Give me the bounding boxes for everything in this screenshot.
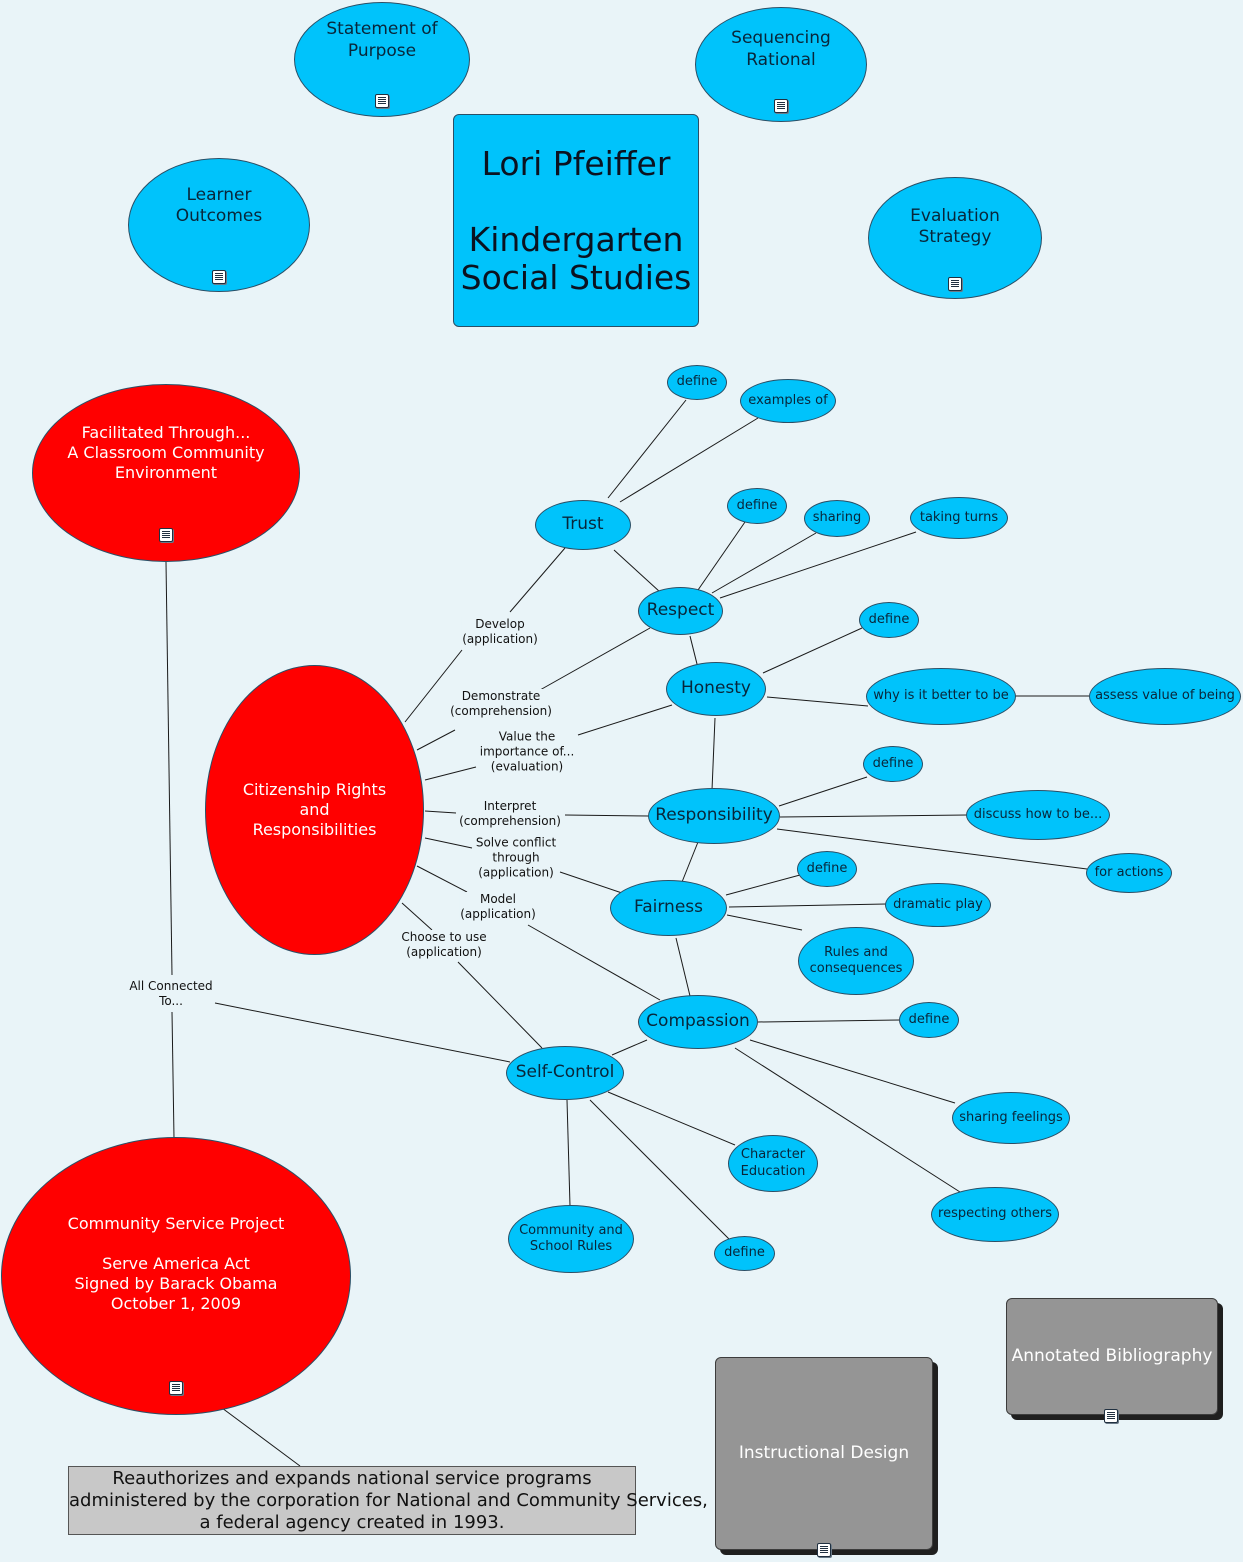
fairness-define-node[interactable]: define (797, 851, 857, 887)
compassion-respecting-others-node[interactable]: respecting others (931, 1187, 1059, 1242)
learner-document-icon[interactable] (212, 270, 226, 284)
trust-define-label: define (676, 374, 718, 390)
citizenship-node[interactable]: Citizenship Rights and Responsibilities (205, 665, 424, 955)
honesty-assess-label: assess value of being (1095, 688, 1235, 704)
link-label-demonstrate: Demonstrate (comprehension) (449, 689, 553, 719)
link-label-develop: Develop (application) (461, 617, 539, 647)
respect-define-label: define (736, 497, 778, 513)
evaluation-strategy-node[interactable]: Evaluation Strategy (868, 177, 1042, 299)
serve-america-note-text: Reauthorizes and expands national servic… (69, 1468, 708, 1533)
honesty-define-label: define (868, 611, 910, 627)
respect-sharing-node[interactable]: sharing (804, 500, 870, 537)
fairness-dramatic-play-node[interactable]: dramatic play (885, 883, 991, 927)
learner-outcomes-label: Learner Outcomes (175, 184, 263, 226)
value-honesty-label: Honesty (680, 678, 751, 699)
self-control-character-node[interactable]: Character Education (728, 1135, 818, 1192)
responsibility-actions-node[interactable]: for actions (1086, 853, 1172, 893)
title-name: Lori Pfeiffer (481, 143, 671, 183)
compassion-sharing-feelings-node[interactable]: sharing feelings (952, 1092, 1070, 1144)
value-honesty[interactable]: Honesty (666, 662, 766, 716)
fairness-define-label: define (806, 860, 848, 876)
value-compassion[interactable]: Compassion (638, 995, 758, 1049)
value-self-control-label: Self-Control (515, 1062, 615, 1083)
serve-america-note: Reauthorizes and expands national servic… (68, 1466, 708, 1535)
evaluation-document-icon[interactable] (948, 277, 962, 291)
value-respect-label: Respect (646, 600, 715, 621)
trust-examples-label: examples of (748, 392, 828, 408)
honesty-define-node[interactable]: define (859, 602, 919, 638)
self-control-character-label: Character Education (740, 1147, 806, 1179)
value-trust[interactable]: Trust (535, 500, 631, 550)
responsibility-define-label: define (872, 755, 914, 771)
honesty-why-label: why is it better to be (873, 688, 1009, 704)
title-subject: Social Studies (460, 257, 692, 297)
bibliography-document-icon[interactable] (1104, 1409, 1118, 1423)
responsibility-actions-label: for actions (1094, 864, 1164, 880)
value-responsibility-label: Responsibility (655, 805, 773, 826)
respect-define-node[interactable]: define (727, 488, 787, 524)
fairness-rules-node[interactable]: Rules and consequences (798, 927, 914, 995)
annotated-bibliography-box[interactable]: Annotated Bibliography (1006, 1298, 1218, 1415)
respect-taking-turns-label: taking turns (919, 509, 999, 525)
value-trust-label: Trust (562, 514, 604, 535)
instructional-design-box[interactable]: Instructional Design (715, 1357, 933, 1550)
value-compassion-label: Compassion (646, 1011, 750, 1032)
value-fairness-label: Fairness (634, 897, 703, 918)
self-control-community-rules-node[interactable]: Community and School Rules (508, 1205, 634, 1273)
honesty-why-node[interactable]: why is it better to be (866, 668, 1016, 725)
compassion-respecting-others-label: respecting others (938, 1206, 1052, 1222)
statement-document-icon[interactable] (375, 94, 389, 108)
responsibility-discuss-node[interactable]: discuss how to be... (966, 790, 1110, 840)
link-label-solve: Solve conflict through (application) (474, 835, 558, 881)
community-service-label: Community Service Project Serve America … (67, 1214, 285, 1313)
respect-taking-turns-node[interactable]: taking turns (910, 497, 1008, 539)
facilitated-through-label: Facilitated Through... A Classroom Commu… (67, 423, 265, 482)
title-grade: Kindergarten (468, 219, 684, 259)
compassion-define-label: define (908, 1011, 950, 1027)
annotated-bibliography-label: Annotated Bibliography (1011, 1345, 1213, 1366)
self-control-define-node[interactable]: define (714, 1236, 775, 1271)
trust-examples-node[interactable]: examples of (740, 379, 836, 423)
self-control-define-label: define (724, 1245, 765, 1261)
statement-of-purpose-label: Statement of Purpose (326, 19, 438, 61)
compassion-sharing-feelings-label: sharing feelings (959, 1109, 1063, 1125)
responsibility-define-node[interactable]: define (863, 746, 923, 782)
link-label-interpret: Interpret (comprehension) (458, 799, 562, 829)
value-respect[interactable]: Respect (638, 587, 723, 635)
self-control-community-rules-label: Community and School Rules (519, 1222, 623, 1254)
instructional-design-label: Instructional Design (738, 1442, 910, 1463)
link-label-model: Model (application) (459, 892, 537, 922)
sequencing-document-icon[interactable] (774, 99, 788, 113)
link-label-choose: Choose to use (application) (400, 930, 488, 960)
link-label-all-connected: All Connected To... (128, 979, 214, 1009)
value-responsibility[interactable]: Responsibility (648, 788, 780, 844)
community-service-document-icon[interactable] (169, 1381, 183, 1395)
value-self-control[interactable]: Self-Control (506, 1046, 624, 1100)
evaluation-strategy-label: Evaluation Strategy (910, 205, 1000, 247)
citizenship-label: Citizenship Rights and Responsibilities (242, 780, 387, 839)
trust-define-node[interactable]: define (667, 365, 727, 400)
map-title-box[interactable]: Lori Pfeiffer Kindergarten Social Studie… (453, 114, 699, 327)
fairness-rules-label: Rules and consequences (809, 944, 903, 976)
responsibility-discuss-label: discuss how to be... (973, 806, 1103, 822)
link-label-value: Value the importance of... (evaluation) (478, 729, 576, 775)
instructional-document-icon[interactable] (817, 1543, 831, 1557)
community-service-node[interactable]: Community Service Project Serve America … (1, 1137, 351, 1415)
sequencing-rational-label: Sequencing Rational (731, 28, 831, 70)
value-fairness[interactable]: Fairness (610, 880, 727, 936)
sequencing-rational-node[interactable]: Sequencing Rational (695, 7, 867, 122)
facilitated-document-icon[interactable] (159, 528, 173, 542)
learner-outcomes-node[interactable]: Learner Outcomes (128, 158, 310, 292)
respect-sharing-label: sharing (812, 510, 862, 526)
compassion-define-node[interactable]: define (899, 1002, 959, 1038)
honesty-assess-node[interactable]: assess value of being (1089, 668, 1241, 725)
fairness-dramatic-play-label: dramatic play (893, 896, 983, 912)
